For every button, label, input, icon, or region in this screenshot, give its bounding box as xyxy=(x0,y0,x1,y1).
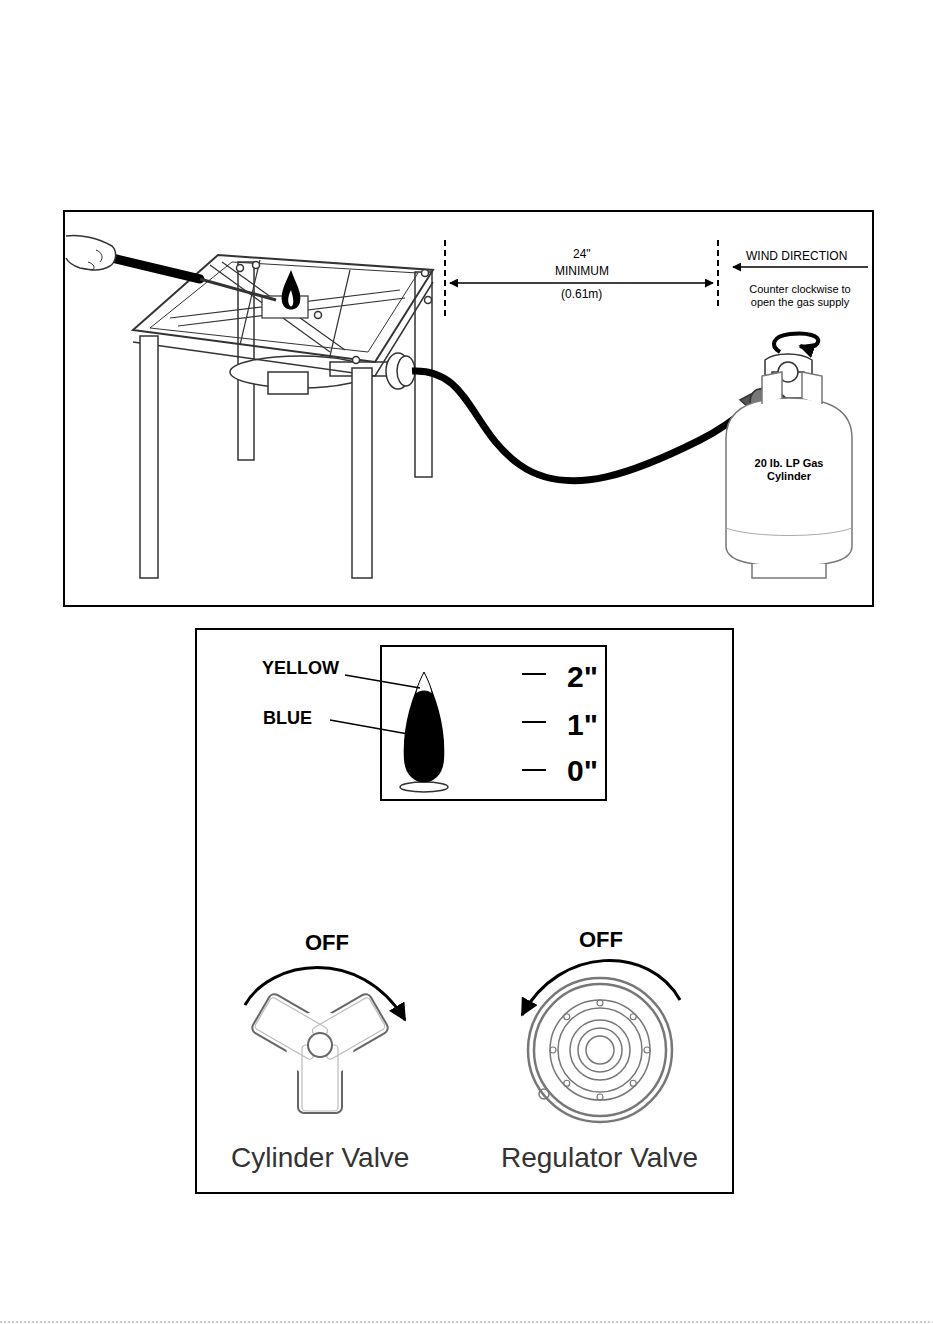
hand-detail xyxy=(88,250,102,270)
lighter-handle xyxy=(108,257,200,279)
bottom-panel-frame xyxy=(196,629,733,1193)
drawing-stroke xyxy=(170,260,405,356)
dimension-metric: (0.61m) xyxy=(561,288,602,302)
drawing-stroke xyxy=(726,398,852,566)
drawing xyxy=(0,211,933,1322)
drawing-stroke xyxy=(597,1000,603,1006)
dimension-limit xyxy=(444,240,446,316)
drawing-stroke xyxy=(762,372,822,404)
dimension-value: 24" xyxy=(573,248,591,262)
wind-label: WIND DIRECTION xyxy=(746,250,847,264)
dimension-note: MINIMUM xyxy=(555,265,609,279)
drawing-stroke xyxy=(140,336,158,578)
drawing-stroke xyxy=(416,672,432,694)
instruction-note: Counter clockwise to open the gas supply xyxy=(744,283,856,308)
scale-value: 0" xyxy=(567,753,598,789)
drawing-stroke xyxy=(286,1011,354,1079)
drawing-stroke xyxy=(597,1094,603,1100)
drawing-stroke xyxy=(288,290,293,306)
wind-arrow xyxy=(733,266,868,268)
drawing-stroke xyxy=(528,978,672,1122)
scale-tick xyxy=(522,769,546,771)
drawing-stroke xyxy=(564,1080,570,1086)
drawing-stroke xyxy=(550,1000,650,1100)
drawing-stroke xyxy=(558,1008,642,1092)
drawing-stroke xyxy=(630,1014,636,1020)
drawing-stroke xyxy=(237,265,244,272)
dimension-limit xyxy=(717,240,719,310)
part-name: Cylinder Valve xyxy=(231,1142,409,1174)
scale-tick xyxy=(522,721,546,723)
drawing-stroke xyxy=(425,297,432,304)
drawing-stroke xyxy=(586,1036,614,1064)
dimension-arrow xyxy=(450,282,713,284)
drawing-stroke xyxy=(253,262,260,269)
color-label: YELLOW xyxy=(262,658,339,679)
leader-line xyxy=(330,720,408,734)
drawing-stroke xyxy=(282,270,301,310)
flame-scale-box: 2" 1" 0" xyxy=(380,645,607,801)
color-label: BLUE xyxy=(263,708,312,729)
drawing-stroke xyxy=(400,782,448,792)
drawing-stroke xyxy=(352,368,372,578)
page-edge xyxy=(0,1322,933,1323)
leader-line xyxy=(330,720,410,735)
drawing-stroke xyxy=(644,1047,650,1053)
off-label: OFF xyxy=(579,927,623,952)
drawing-stroke xyxy=(315,312,322,319)
regulator-valve xyxy=(528,978,672,1122)
drawing-stroke xyxy=(752,564,826,578)
flame-illustration xyxy=(330,672,546,792)
drawing-stroke xyxy=(534,984,666,1116)
drawing-stroke xyxy=(422,270,429,277)
drawing-stroke xyxy=(570,1020,630,1080)
scale-value: 2" xyxy=(567,659,598,695)
off-label: OFF xyxy=(305,930,349,955)
cylinder-valve-handle xyxy=(250,992,390,1113)
part-name: Regulator Valve xyxy=(501,1142,698,1174)
drawing-stroke xyxy=(564,1014,570,1020)
lighter-rod xyxy=(200,279,276,300)
scale-tick xyxy=(522,673,546,675)
drawing-stroke xyxy=(308,1033,332,1057)
drawing-stroke xyxy=(404,672,445,783)
drawing-stroke xyxy=(578,1028,622,1072)
off-arrow xyxy=(245,968,405,1021)
drawing-stroke xyxy=(268,372,308,394)
burner-stand xyxy=(133,255,433,578)
drawing-stroke xyxy=(630,1080,636,1086)
off-arrow xyxy=(522,960,680,1015)
gas-cylinder: 20 lb. LP Gas Cylinder xyxy=(722,368,856,580)
scale-value: 1" xyxy=(567,707,598,743)
hand xyxy=(66,235,116,270)
rotation-arrow xyxy=(774,333,818,352)
drawing-stroke xyxy=(353,357,360,364)
gas-hose xyxy=(412,371,752,481)
top-panel-frame xyxy=(64,211,873,606)
drawing-stroke xyxy=(726,528,852,536)
leader-line xyxy=(345,675,420,688)
drawing-stroke xyxy=(550,1047,556,1053)
drawing-stroke xyxy=(539,1089,549,1099)
cylinder-label: 20 lb. LP Gas Cylinder xyxy=(749,457,829,483)
